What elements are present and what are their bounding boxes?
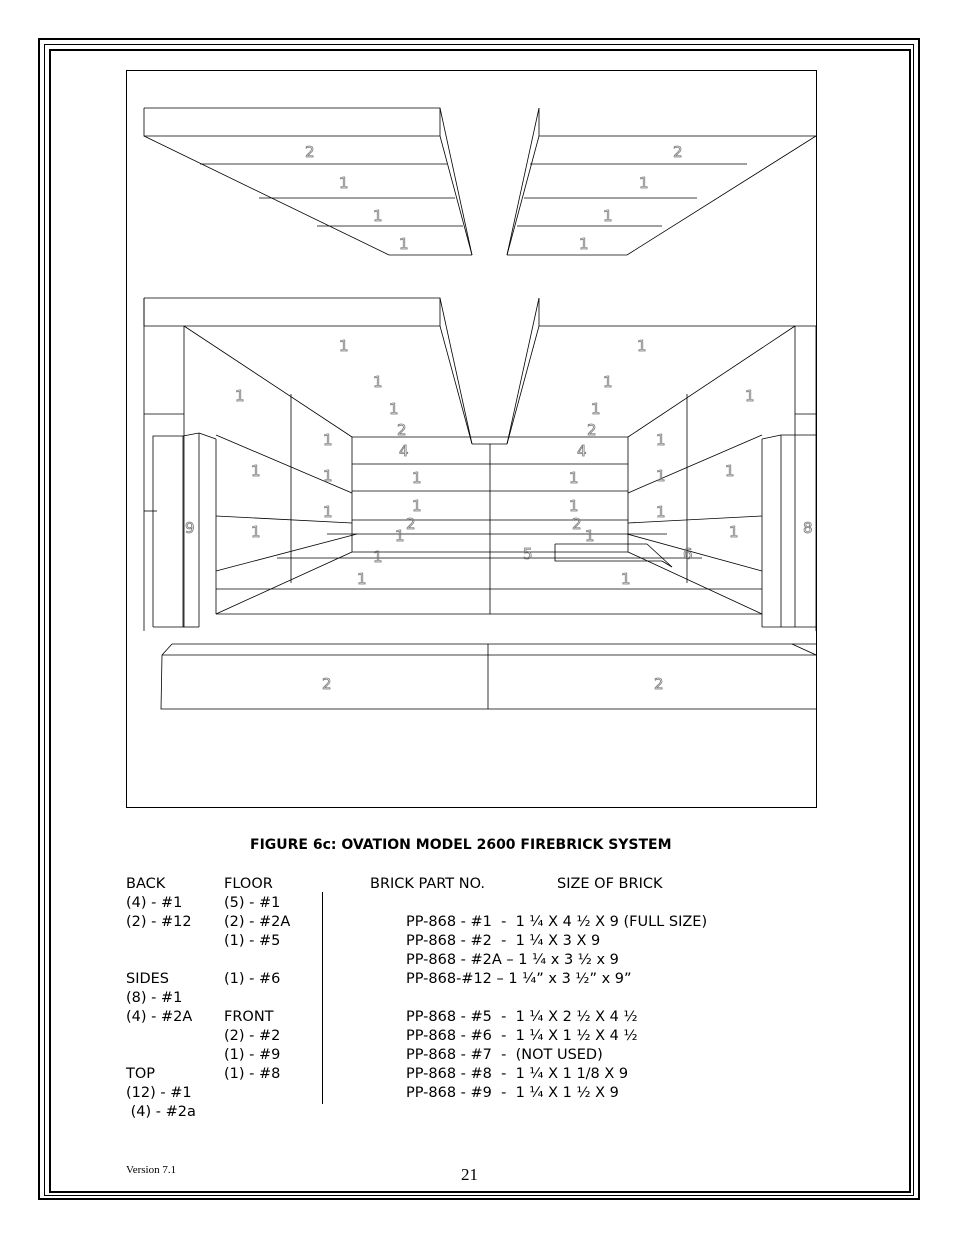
legend-item: SIDES	[126, 971, 170, 987]
firebrick-drawing: 2111211111124112111111241121561111111111…	[143, 107, 816, 710]
part-row: PP-868 - #2 - 1 ¼ X 3 X 9	[406, 933, 601, 949]
part-row: PP-868 - #9 - 1 ¼ X 1 ½ X 9	[406, 1085, 619, 1101]
part-row: PP-868 - #1 - 1 ¼ X 4 ½ X 9 (FULL SIZE)	[406, 914, 708, 930]
brick-number-label: 2	[305, 143, 315, 161]
brick-number-label: 2	[673, 143, 683, 161]
brick-number-label: 1	[399, 235, 409, 253]
legend-item: FRONT	[224, 1009, 274, 1025]
brick-number-label: 1	[373, 548, 383, 566]
parts-list: PP-868 - #1 - 1 ¼ X 4 ½ X 9 (FULL SIZE) P…	[406, 913, 707, 1103]
brick-number-label: 1	[251, 523, 261, 541]
brick-number-label: 1	[412, 469, 422, 487]
legend-item	[224, 989, 290, 1008]
legend-item: (1) - #9	[224, 1047, 281, 1063]
brick-number-label: 1	[569, 497, 579, 515]
brick-number-label: 1	[323, 431, 333, 449]
brick-number-label: 1	[745, 387, 755, 405]
brick-number-label: 1	[603, 207, 613, 225]
brick-number-label: 1	[656, 431, 666, 449]
legend-item: TOP	[126, 1066, 156, 1082]
brick-number-label: 1	[637, 337, 647, 355]
brick-number-label: 1	[579, 235, 589, 253]
brick-number-label: 1	[569, 469, 579, 487]
outer-border	[38, 38, 920, 1200]
legend-item: (2) - #12	[126, 914, 192, 930]
legend-item: (2) - #2	[224, 1028, 281, 1044]
legend-item: BACK	[126, 876, 166, 892]
brick-number-label: 1	[395, 527, 405, 545]
legend-divider	[322, 892, 323, 1104]
brick-number-label: 1	[656, 467, 666, 485]
legend-item: (1) - #5	[224, 933, 281, 949]
brick-number-label: 1	[603, 373, 613, 391]
figure-caption: FIGURE 6c: OVATION MODEL 2600 FIREBRICK …	[250, 837, 672, 853]
legend-item: (4) - #1	[126, 895, 183, 911]
legend-item	[126, 951, 196, 970]
part-row: PP-868 - #2A – 1 ¼ x 3 ½ x 9	[406, 952, 619, 968]
brick-number-label: 1	[251, 462, 261, 480]
version-label: Version 7.1	[126, 1164, 177, 1176]
legend-item: (4) - #2a	[126, 1104, 196, 1120]
brick-size-header: SIZE OF BRICK	[557, 876, 663, 892]
brick-number-label: 2	[397, 421, 407, 439]
part-row: PP-868-#12 – 1 ¼” x 3 ½” x 9”	[406, 971, 632, 987]
brick-number-label: 1	[339, 337, 349, 355]
brick-number-label: 1	[639, 174, 649, 192]
brick-number-label: 4	[399, 442, 409, 460]
brick-number-label: 2	[322, 675, 332, 693]
brick-number-label: 2	[587, 421, 597, 439]
brick-number-label: 9	[185, 519, 195, 537]
legend-item	[126, 1027, 196, 1046]
brick-number-label: 2	[572, 515, 582, 533]
legend-item	[126, 932, 196, 951]
part-row	[406, 989, 707, 1008]
brick-number-label: 1	[373, 207, 383, 225]
legend-item: (1) - #8	[224, 1066, 281, 1082]
brick-number-label: 1	[339, 174, 349, 192]
brick-number-label: 1	[357, 570, 367, 588]
brick-number-label: 1	[235, 387, 245, 405]
brick-number-label: 1	[389, 400, 399, 418]
part-row: PP-868 - #8 - 1 ¼ X 1 1/8 X 9	[406, 1066, 629, 1082]
brick-number-label: 1	[656, 503, 666, 521]
legend-item: (8) - #1	[126, 990, 183, 1006]
brick-number-label: 1	[323, 503, 333, 521]
legend-item: (12) - #1	[126, 1085, 192, 1101]
part-row: PP-868 - #7 - (NOT USED)	[406, 1047, 603, 1063]
middle-border	[44, 44, 914, 1196]
brick-part-header: BRICK PART NO.	[370, 876, 486, 892]
part-row: PP-868 - #6 - 1 ¼ X 1 ½ X 4 ½	[406, 1028, 638, 1044]
brick-number-label: 5	[523, 545, 533, 563]
brick-number-label: 4	[577, 442, 587, 460]
brick-number-label: 1	[373, 373, 383, 391]
brick-number-label: 1	[585, 527, 595, 545]
brick-number-label: 6	[683, 545, 693, 563]
legend-item	[126, 1046, 196, 1065]
legend-col-floor: FLOOR (5) - #1 (2) - #2A (1) - #5 (1) - #6 FR…	[224, 875, 290, 1084]
legend-item: FLOOR	[224, 876, 273, 892]
legend-item: (4) - #2A	[126, 1009, 193, 1025]
brick-number-label: 1	[412, 497, 422, 515]
brick-number-label: 1	[621, 570, 631, 588]
brick-number-label: 1	[323, 467, 333, 485]
brick-number-label: 8	[803, 519, 813, 537]
legend-item	[224, 951, 290, 970]
page-number: 21	[461, 1165, 478, 1184]
brick-number-label: 1	[729, 523, 739, 541]
part-row: PP-868 - #5 - 1 ¼ X 2 ½ X 4 ½	[406, 1009, 638, 1025]
brick-number-label: 1	[725, 462, 735, 480]
brick-number-label: 2	[654, 675, 664, 693]
brick-number-label: 1	[591, 400, 601, 418]
brick-number-label: 2	[406, 515, 416, 533]
legend-item: (2) - #2A	[224, 914, 291, 930]
inner-border	[49, 49, 911, 1193]
legend-item: (1) - #6	[224, 971, 281, 987]
legend-item: (5) - #1	[224, 895, 281, 911]
